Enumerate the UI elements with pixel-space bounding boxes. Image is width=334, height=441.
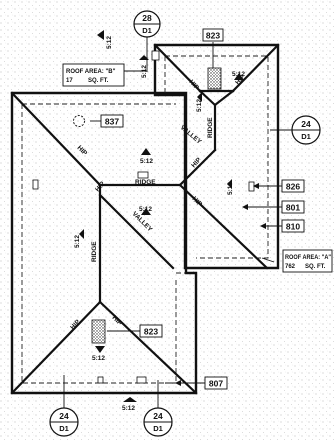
roof-framing-lines: [10, 43, 280, 395]
svg-text:5:12: 5:12: [232, 71, 245, 78]
tag-810: 810: [286, 222, 300, 232]
svg-text:5:12: 5:12: [140, 158, 153, 165]
slope-indicators: 5:12 5:12 5:12 5:12 5:12 5:12 5:12 5:12: [74, 30, 245, 412]
svg-text:5:12: 5:12: [122, 405, 135, 412]
svg-text:5:12: 5:12: [106, 36, 113, 49]
svg-text:5:12: 5:12: [74, 235, 81, 248]
svg-text:5:12: 5:12: [196, 99, 203, 112]
svg-text:24: 24: [301, 119, 311, 129]
skylight: [91, 319, 106, 344]
roof-area-a-size: 762: [285, 264, 296, 270]
vent: [137, 171, 149, 179]
section-marker-top: 28 D1: [133, 10, 161, 38]
ridge-label: RIDGE: [207, 117, 214, 138]
roof-area-a-note: ROOF AREA: "A" 762 SQ. FT.: [282, 249, 333, 273]
ridge-label: RIDGE: [135, 179, 156, 186]
vent: [32, 179, 39, 190]
vent: [248, 181, 255, 192]
svg-text:24: 24: [153, 411, 163, 421]
svg-text:24: 24: [59, 411, 69, 421]
feature-tags: 823 837 826 801 810 823 807: [100, 28, 305, 390]
tag-826: 826: [286, 182, 300, 192]
slope-arrow-icon: 5:12: [92, 346, 105, 362]
leader-arrowheads: [175, 183, 266, 386]
tag-837: 837: [105, 117, 119, 127]
roof-area-a-unit: SQ. FT.: [305, 264, 326, 270]
tag-823-lower-box: [139, 324, 163, 338]
slope-arrow-icon: 5:12: [139, 206, 152, 215]
svg-text:5:12: 5:12: [92, 355, 105, 362]
roof-area-b-size: 17: [66, 78, 73, 84]
ridge-label: RIDGE: [91, 241, 98, 262]
svg-text:D1: D1: [59, 424, 69, 433]
roof-area-b-unit: SQ. FT.: [88, 78, 109, 84]
section-marker-bottom-left: 24 D1: [49, 407, 79, 437]
svg-text:5:12: 5:12: [139, 206, 152, 213]
wall-lines-dashed: [21, 55, 269, 384]
vent: [136, 376, 147, 384]
roof-drain: [73, 115, 85, 127]
tag-801: 801: [286, 203, 300, 213]
skylight: [207, 67, 222, 90]
slope-arrow-icon: 5:12: [196, 92, 203, 112]
roof-area-b-note: ROOF AREA: "B" 17 SQ. FT.: [62, 63, 125, 87]
slope-arrow-icon: 5:12: [122, 397, 137, 412]
tag-826-box: [281, 179, 305, 193]
vent: [97, 376, 104, 384]
slope-arrow-icon: 5:12: [74, 229, 84, 248]
tag-823-box: [202, 28, 224, 42]
svg-text:D1: D1: [153, 424, 163, 433]
tag-823-lower: 823: [144, 327, 158, 337]
svg-text:5:12: 5:12: [227, 182, 234, 195]
section-marker-right: 24 D1: [291, 115, 321, 145]
slope-arrow-icon: 5:12: [97, 30, 113, 49]
svg-text:28: 28: [142, 13, 152, 23]
slope-arrow-icon: 5:12: [140, 148, 153, 165]
tag-837-box: [100, 114, 124, 128]
tag-801-box: [281, 200, 305, 214]
roof-area-b-title: ROOF AREA: "B": [66, 69, 116, 75]
tag-810-box: [281, 219, 305, 233]
roof-features: [32, 50, 255, 384]
tag-823: 823: [206, 31, 220, 41]
roof-area-a-title: ROOF AREA: "A": [285, 255, 331, 261]
chimney-cap: [151, 50, 160, 61]
slope-arrow-icon: 5:12: [232, 71, 245, 80]
tag-807-box: [204, 376, 228, 390]
tag-807: 807: [209, 379, 223, 389]
svg-text:D1: D1: [142, 26, 152, 35]
section-marker-bottom-right: 24 D1: [143, 407, 173, 437]
svg-text:D1: D1: [301, 132, 311, 141]
leader-lines: [63, 25, 292, 409]
slope-arrow-icon: 5:12: [227, 179, 234, 195]
